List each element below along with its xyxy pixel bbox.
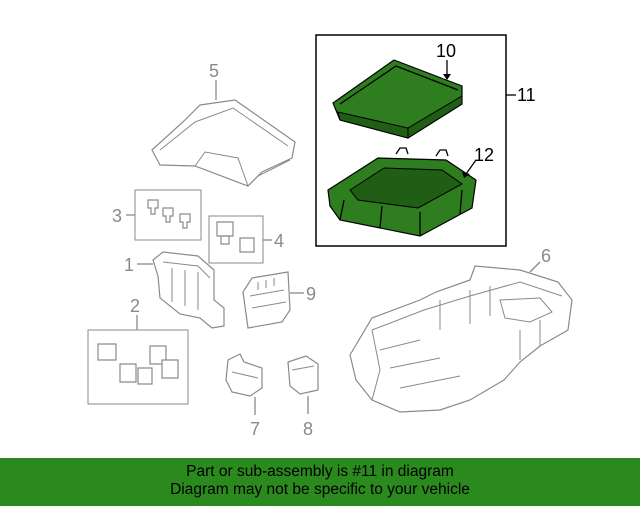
part-1-fuse-block [152,251,225,329]
callout-2: 2 [130,296,140,316]
part-2-relays [97,343,179,385]
callout-3: 3 [112,206,122,226]
callout-1: 1 [124,255,134,275]
callout-10: 10 [436,41,456,61]
arrow-10 [443,74,451,80]
callout-8: 8 [303,419,313,439]
part-10-green-cover [332,59,463,139]
leader-12 [465,159,477,175]
callout-9: 9 [306,284,316,304]
part-2-box [87,329,189,405]
footer-line-1: Part or sub-assembly is #11 in diagram [186,463,454,480]
callout-11: 11 [517,85,536,105]
part-8-relay [287,355,319,395]
part-4-relays [216,221,255,253]
part-6-lower-housing [349,265,573,413]
callout-12: 12 [474,145,494,165]
callout-4: 4 [274,231,284,251]
part-5-cover [151,99,296,187]
callout-6: 6 [541,246,551,266]
part-3-fuses [147,199,191,229]
callout-5: 5 [209,61,219,81]
part-12-green-box [327,147,477,237]
footer-banner: Part or sub-assembly is #11 in diagram D… [0,458,640,506]
footer-line-2: Diagram may not be specific to your vehi… [170,481,470,498]
parts-diagram: 5 3 4 1 9 2 [87,34,573,439]
callout-7: 7 [250,419,260,439]
leader-6 [529,261,541,273]
part-11-box [315,34,507,247]
part-9-connector [242,271,291,329]
part-7-bracket [225,353,263,397]
arrow-12 [462,172,470,178]
